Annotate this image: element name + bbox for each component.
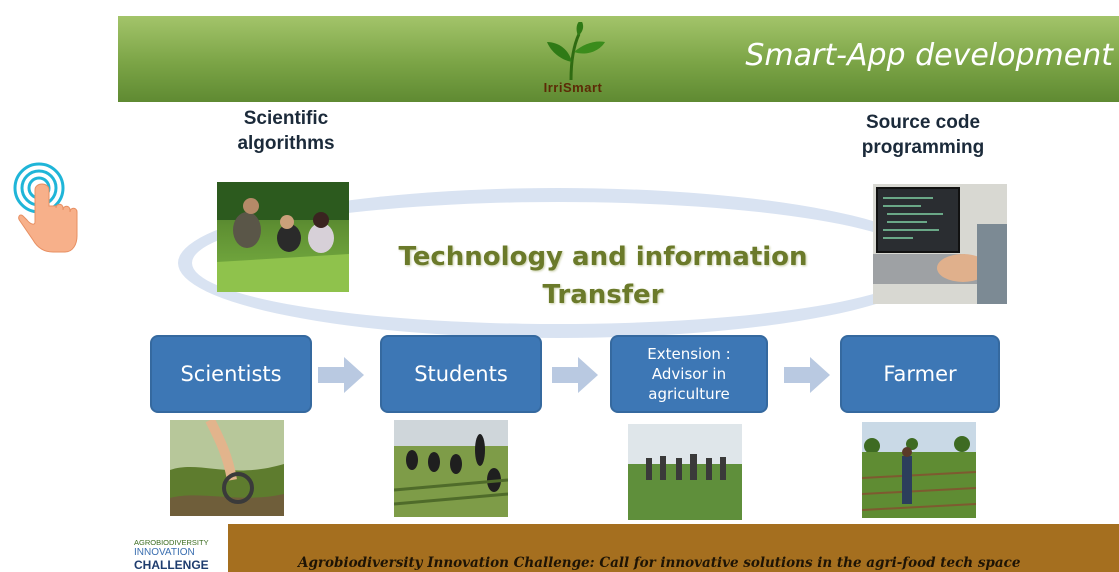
- arrow-right-icon: [552, 357, 598, 393]
- agrobiodiversity-challenge-logo: AGROBIODIVERSITY INNOVATION CHALLENGE: [118, 524, 228, 572]
- flow-box-scientists: Scientists: [150, 335, 312, 413]
- caption-scientific-algorithms: Scientific algorithms: [237, 108, 335, 154]
- slide: IrriSmart Smart-App development Scientif…: [118, 16, 1119, 572]
- irrismart-logo: IrriSmart: [523, 20, 623, 98]
- sprout-icon: [547, 20, 605, 81]
- photo-farmer-field: [862, 422, 976, 518]
- footer-logo-line-1: AGROBIODIVERSITY: [134, 538, 209, 547]
- flow-box-farmer: Farmer: [840, 335, 1000, 413]
- flow-box-students: Students: [380, 335, 542, 413]
- photo-extension-advisors: [628, 424, 742, 520]
- photo-scientist-magnifier: [170, 420, 284, 516]
- headline-line-1: Technology and information: [398, 242, 808, 272]
- logo-text: IrriSmart: [543, 80, 603, 95]
- photo-students-field: [394, 420, 508, 517]
- headline: Technology and information Transfer: [368, 238, 838, 314]
- photo-laptop-coding: [873, 184, 1007, 304]
- caption-source-code: Source code programming: [861, 112, 985, 158]
- footer-logo-line-3: CHALLENGE: [134, 558, 209, 572]
- footer-logo-line-2: INNOVATION: [134, 547, 195, 558]
- arrow-right-icon: [784, 357, 830, 393]
- slide-header: IrriSmart Smart-App development: [118, 16, 1119, 102]
- headline-line-2: Transfer: [542, 280, 664, 310]
- slide-footer: AGROBIODIVERSITY INNOVATION CHALLENGE Ag…: [118, 524, 1119, 572]
- arrow-right-icon: [318, 357, 364, 393]
- touch-hand-icon: [13, 162, 78, 253]
- footer-text: Agrobiodiversity Innovation Challenge: C…: [298, 555, 1021, 571]
- photo-field-research: [217, 182, 349, 292]
- slide-title: Smart-App development: [745, 38, 1113, 73]
- flow-box-extension: Extension : Advisor in agriculture: [610, 335, 768, 413]
